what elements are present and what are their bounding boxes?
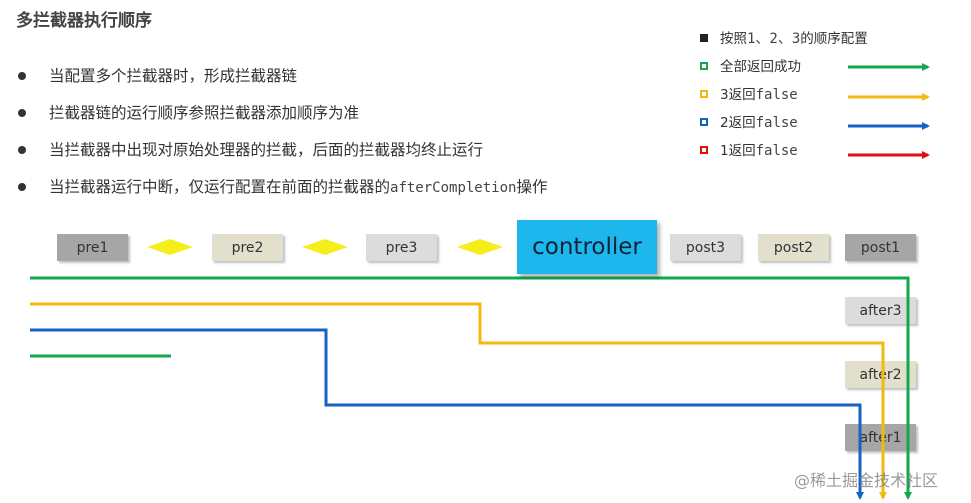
legend-label-suffix: 的顺序配置 [800, 31, 868, 47]
bullet-dot [18, 72, 26, 80]
legend-marker-square [700, 34, 708, 42]
bullet-dot [18, 109, 26, 117]
legend-code: false [755, 87, 798, 103]
bullet-suffix: 操作 [516, 178, 548, 196]
box-pre2: pre2 [212, 234, 283, 261]
bullet-dot [18, 183, 26, 191]
legend-label: 按照 [720, 31, 747, 47]
bullet-item: 当拦截器中出现对原始处理器的拦截，后面的拦截器均终止运行 [16, 138, 547, 175]
box-after1: after1 [845, 424, 916, 451]
box-pre1: pre1 [57, 234, 128, 261]
legend-code: 1、2、3 [747, 31, 801, 47]
legend-code: false [755, 115, 798, 131]
flow-diamond [147, 239, 193, 255]
legend-item-1-false: 1返回false [700, 140, 868, 168]
legend-marker-square [700, 62, 708, 70]
legend-marker-square [700, 146, 708, 154]
bullet-dot [18, 146, 26, 154]
bullet-text: 当配置多个拦截器时，形成拦截器链 [49, 67, 298, 85]
bullet-list: 当配置多个拦截器时，形成拦截器链 拦截器链的运行顺序参照拦截器添加顺序为准 当拦… [16, 64, 547, 212]
box-pre3: pre3 [366, 234, 437, 261]
bullet-text: 拦截器链的运行顺序参照拦截器添加顺序为准 [49, 104, 360, 122]
bullet-text: 当拦截器中出现对原始处理器的拦截，后面的拦截器均终止运行 [49, 141, 484, 159]
box-after3: after3 [845, 297, 916, 324]
box-post1: post1 [845, 234, 916, 261]
box-post3: post3 [670, 234, 741, 261]
page-title: 多拦截器执行顺序 [16, 11, 152, 31]
legend-item-config-order: 按照1、2、3的顺序配置 [700, 28, 868, 56]
watermark: @稀土掘金技术社区 [794, 471, 939, 490]
legend: 按照1、2、3的顺序配置 全部返回成功 3返回false 2返回false 1返… [700, 28, 868, 168]
box-post2: post2 [758, 234, 829, 261]
legend-label: 2返回 [720, 115, 756, 131]
bullet-item: 当拦截器运行中断，仅运行配置在前面的拦截器的afterCompletion操作 [16, 175, 547, 212]
legend-label: 3返回 [720, 87, 756, 103]
box-controller: controller [517, 220, 657, 274]
bullet-item: 拦截器链的运行顺序参照拦截器添加顺序为准 [16, 101, 547, 138]
legend-item-3-false: 3返回false [700, 84, 868, 112]
flow-diamond [302, 239, 348, 255]
legend-label: 1返回 [720, 143, 756, 159]
flow-diamond [457, 239, 503, 255]
box-after2: after2 [845, 361, 916, 388]
bullet-item: 当配置多个拦截器时，形成拦截器链 [16, 64, 547, 101]
bullet-text: 当拦截器运行中断，仅运行配置在前面的拦截器的 [49, 178, 391, 196]
legend-code: false [755, 143, 798, 159]
legend-marker-square [700, 90, 708, 98]
legend-item-all-success: 全部返回成功 [700, 56, 868, 84]
legend-marker-square [700, 118, 708, 126]
bullet-code: afterCompletion [390, 180, 517, 196]
legend-item-2-false: 2返回false [700, 112, 868, 140]
legend-label: 全部返回成功 [720, 59, 801, 75]
